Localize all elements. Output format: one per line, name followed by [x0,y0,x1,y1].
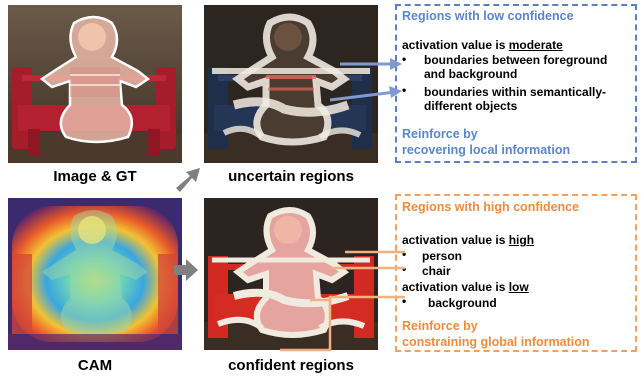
bullet-icon: • [402,247,407,261]
low-bullet-1-line-1: boundaries between foreground [424,53,608,67]
low-activation-line: activation value is moderate [402,38,563,52]
low-activation-level: moderate [508,38,563,52]
bullet-icon: • [402,262,407,276]
cam-heatmap-image [8,198,182,350]
low-reinforce-line-2: recovering local information [402,143,571,157]
low2-activation-prefix: activation value is [402,280,509,294]
high-bullet-person: person [422,249,463,263]
high-confidence-box [395,194,637,352]
low-bullet-1-line-2: and background [424,67,518,81]
bullet-icon: • [402,83,407,97]
low-bullet-2-line-1: boundaries within semantically- [424,85,607,99]
confident-regions-image [204,198,378,350]
bullet-icon: • [402,52,407,66]
low-activation-prefix: activation value is [402,38,509,52]
low2-activation-level: low [508,280,529,294]
bullet-icon: • [402,294,407,308]
low-confidence-title: Regions with low confidence [402,9,574,23]
high-activation-line: activation value is high [402,233,534,247]
caption-uncertain: uncertain regions [228,168,354,185]
caption-confident: confident regions [228,357,354,374]
high-confidence-title: Regions with high confidence [402,200,580,214]
uncertain-regions-panel [204,5,378,163]
caption-cam: CAM [77,357,113,374]
low-bullet-background: background [428,296,497,310]
low-bullet-2-line-2: different objects [424,99,518,113]
cam-panel [8,198,182,350]
caption-image-gt: Image & GT [53,168,137,185]
high-activation-prefix: activation value is [402,233,509,247]
high-activation-level: high [508,233,535,247]
high-bullet-chair: chair [422,264,451,278]
high-reinforce-line-1: Reinforce by [402,319,478,333]
low-confidence-box [395,4,637,163]
high-reinforce-line-2: constraining global information [402,335,590,349]
image-gt-photo [8,5,182,163]
uncertain-regions-image [204,5,378,163]
image-gt-panel [8,5,182,163]
confident-regions-panel [204,198,378,350]
low-activation-line-2: activation value is low [402,280,529,294]
low-reinforce-line-1: Reinforce by [402,127,478,141]
